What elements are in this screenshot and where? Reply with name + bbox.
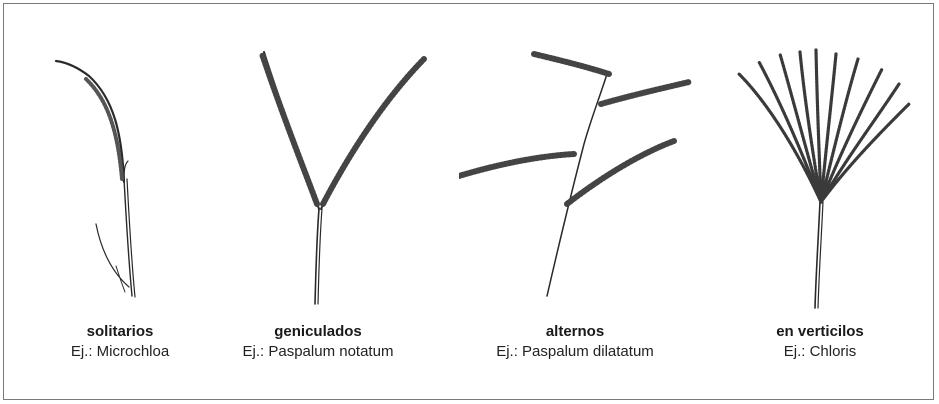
alternate-racemes-illustration <box>459 4 699 314</box>
whorled-racemes-illustration <box>704 4 936 314</box>
panel-title: en verticilos <box>704 322 936 342</box>
caption-geniculados: geniculados Ej.: Paspalum notatum <box>202 322 434 362</box>
caption-alternos: alternos Ej.: Paspalum dilatatum <box>459 322 691 362</box>
conjugate-racemes-illustration <box>202 4 434 314</box>
panel-alternos: alternos Ej.: Paspalum dilatatum <box>459 4 691 404</box>
panel-example: Ej.: Paspalum dilatatum <box>459 342 691 362</box>
panel-example: Ej.: Paspalum notatum <box>202 342 434 362</box>
panel-geniculados: geniculados Ej.: Paspalum notatum <box>202 4 434 404</box>
figure-frame: solitarios Ej.: Microchloa geniculados E… <box>3 3 934 400</box>
panel-title: geniculados <box>202 322 434 342</box>
panel-title: alternos <box>459 322 691 342</box>
panel-example: Ej.: Chloris <box>704 342 936 362</box>
caption-en-verticilos: en verticilos Ej.: Chloris <box>704 322 936 362</box>
panel-en-verticilos: en verticilos Ej.: Chloris <box>704 4 936 404</box>
